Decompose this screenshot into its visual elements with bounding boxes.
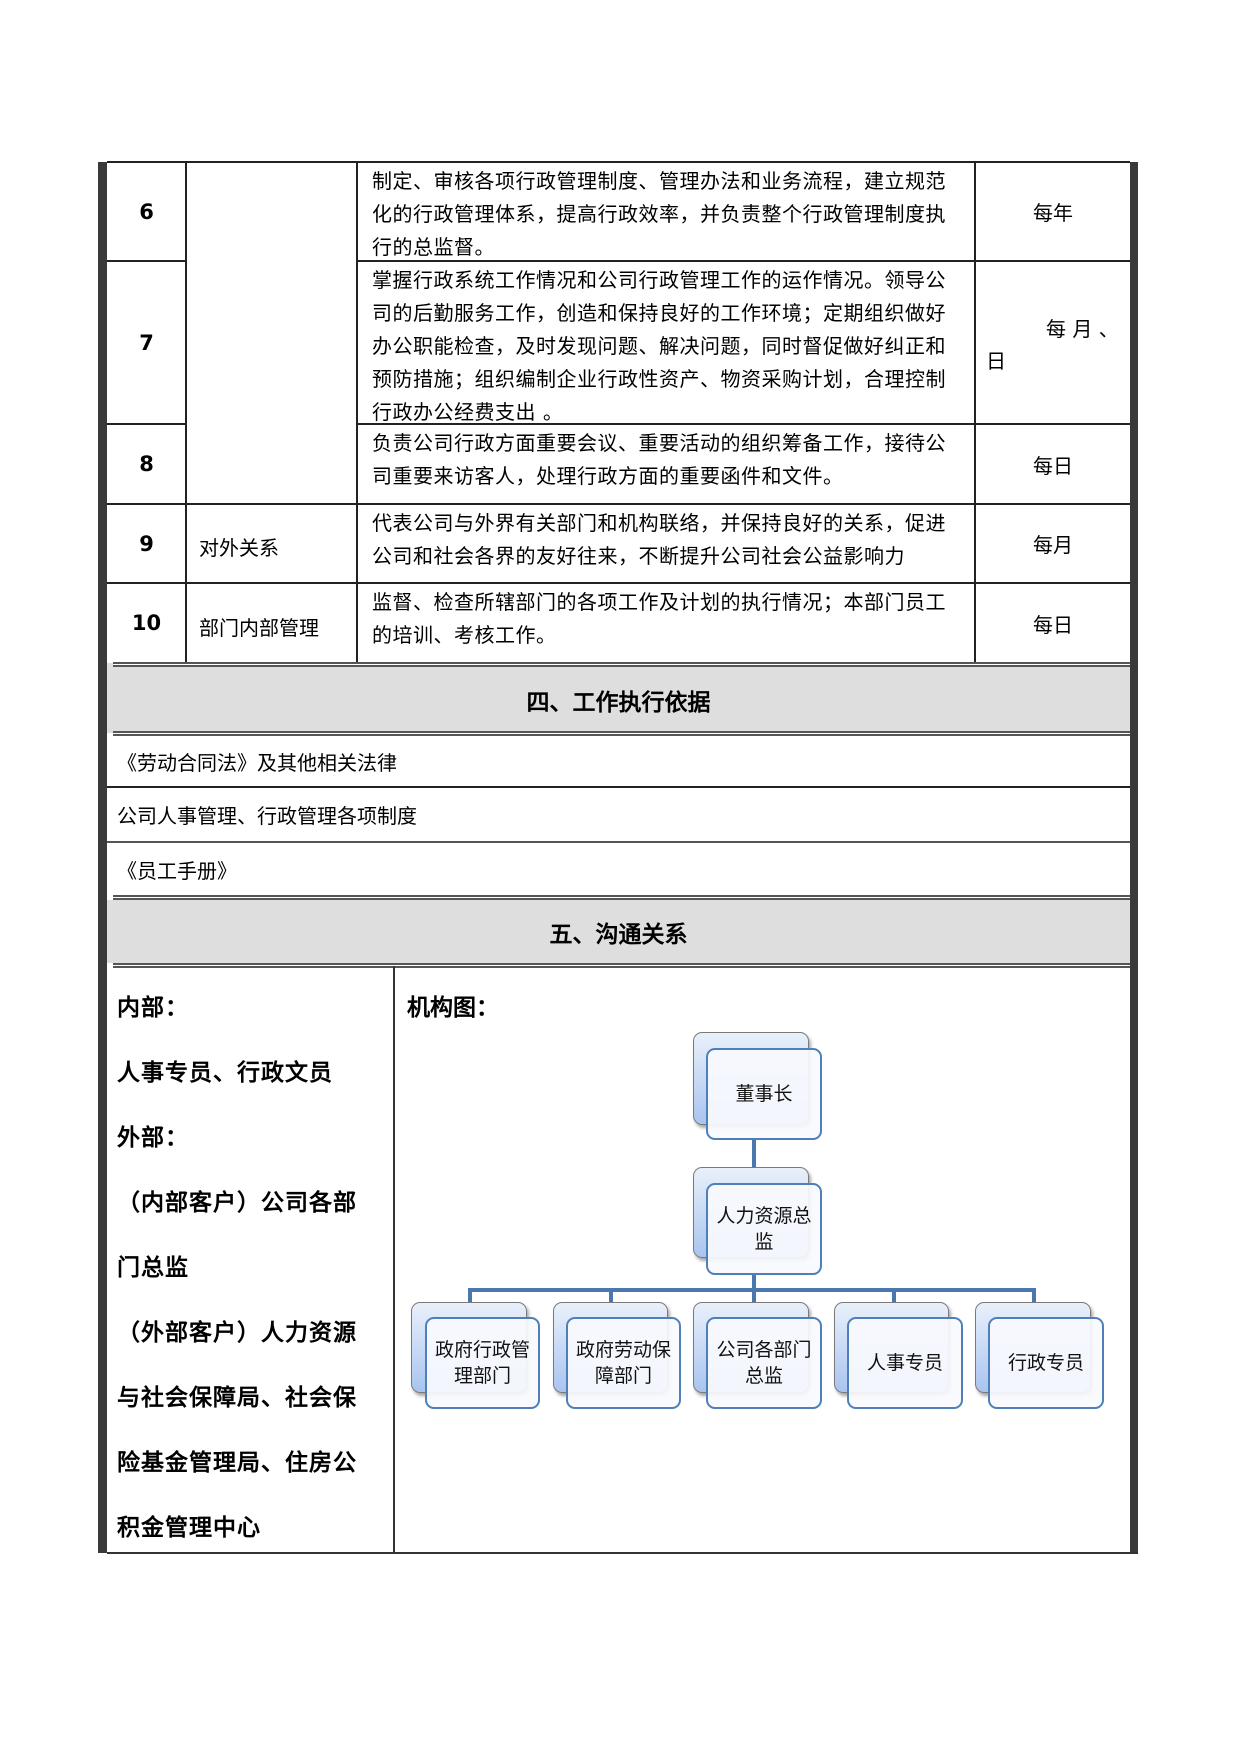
org-connector <box>609 1288 613 1302</box>
row-divider <box>107 503 1130 505</box>
contact-line: （外部客户）人力资源 <box>117 1320 357 1346</box>
org-node-hr-director: 人力资源总监 <box>706 1183 822 1275</box>
duty-frequency: 每年 <box>1033 201 1073 225</box>
org-node-hr-specialist: 人事专员 <box>847 1317 963 1409</box>
table-top-border <box>107 161 1130 163</box>
table-left-border <box>98 162 107 1553</box>
basis-item: 《劳动合同法》及其他相关法律 <box>117 750 397 775</box>
row-divider <box>107 582 1130 584</box>
duty-category: 部门内部管理 <box>199 615 319 640</box>
section-header-basis: 四、工作执行依据 <box>107 663 1130 733</box>
row-number: 8 <box>139 452 154 476</box>
org-node-gov-labor: 政府劳动保障部门 <box>566 1317 681 1409</box>
contact-line: 内部： <box>117 995 189 1021</box>
double-divider <box>113 895 1130 900</box>
org-connector <box>1032 1288 1036 1302</box>
duty-frequency: 每日 <box>1033 612 1073 637</box>
contact-line: 与社会保障局、社会保 <box>117 1385 357 1411</box>
section-header-communication: 五、沟通关系 <box>107 900 1130 963</box>
duty-description: 制定、审核各项行政管理制度、管理办法和业务流程，建立规范化的行政管理体系，提高行… <box>372 169 946 259</box>
contact-line: （内部客户）公司各部 <box>117 1190 357 1216</box>
basis-item: 《员工手册》 <box>117 858 237 883</box>
frequency-line: 每 月 、 <box>1046 317 1119 341</box>
frequency-line: 日 <box>986 349 1006 373</box>
org-connector <box>892 1288 896 1302</box>
contact-line: 门总监 <box>117 1255 189 1281</box>
duty-frequency: 每 月 、 日 <box>976 261 1130 424</box>
row-number: 7 <box>139 330 154 355</box>
org-connector <box>752 1275 756 1290</box>
row-divider <box>357 423 1130 425</box>
row-number: 10 <box>131 611 162 635</box>
org-node-chairman: 董事长 <box>706 1048 822 1140</box>
duty-description: 掌握行政系统工作情况和公司行政管理工作的运作情况。领导公司的后勤服务工作，创造和… <box>372 268 946 424</box>
col-divider <box>356 162 358 663</box>
contact-line: 外部： <box>117 1125 189 1151</box>
col-divider <box>974 162 976 663</box>
duty-frequency: 每月 <box>1033 533 1073 557</box>
contact-line: 人事专员、行政文员 <box>117 1060 333 1086</box>
contact-line: 积金管理中心 <box>117 1515 261 1541</box>
duty-description: 监督、检查所辖部门的各项工作及计划的执行情况；本部门员工的培训、考核工作。 <box>372 590 946 647</box>
row-divider <box>107 423 186 425</box>
basis-item: 公司人事管理、行政管理各项制度 <box>117 804 417 828</box>
double-divider <box>113 662 1130 667</box>
col-divider <box>185 162 187 663</box>
org-connector <box>752 1140 756 1183</box>
org-node-gov-admin: 政府行政管理部门 <box>425 1317 540 1409</box>
row-number: 6 <box>139 199 154 224</box>
table-right-border <box>1130 162 1138 1553</box>
org-chart-title: 机构图： <box>407 995 499 1021</box>
org-node-admin-specialist: 行政专员 <box>988 1317 1104 1409</box>
row-divider <box>357 260 1130 262</box>
org-connector <box>752 1288 756 1302</box>
org-connector <box>468 1288 472 1302</box>
row-number: 9 <box>139 531 154 556</box>
table-bottom-border <box>107 1552 1138 1554</box>
row-divider <box>107 786 1130 788</box>
double-divider <box>113 731 1130 736</box>
duty-description: 负责公司行政方面重要会议、重要活动的组织筹备工作，接待公司重要来访客人，处理行政… <box>372 431 946 488</box>
contact-line: 险基金管理局、住房公 <box>117 1450 357 1476</box>
col-divider <box>393 966 395 1553</box>
communication-contacts: 内部： 人事专员、行政文员 外部： （内部客户）公司各部 门总监 （外部客户）人… <box>107 970 393 1561</box>
row-divider <box>107 841 1130 843</box>
duty-description: 代表公司与外界有关部门和机构联络，并保持良好的关系，促进公司和社会各界的友好往来… <box>372 511 946 568</box>
org-node-dept-directors: 公司各部门总监 <box>706 1317 822 1409</box>
row-divider <box>107 260 186 262</box>
duty-frequency: 每日 <box>1033 453 1073 478</box>
double-divider <box>113 963 1130 968</box>
duty-category: 对外关系 <box>199 536 279 560</box>
